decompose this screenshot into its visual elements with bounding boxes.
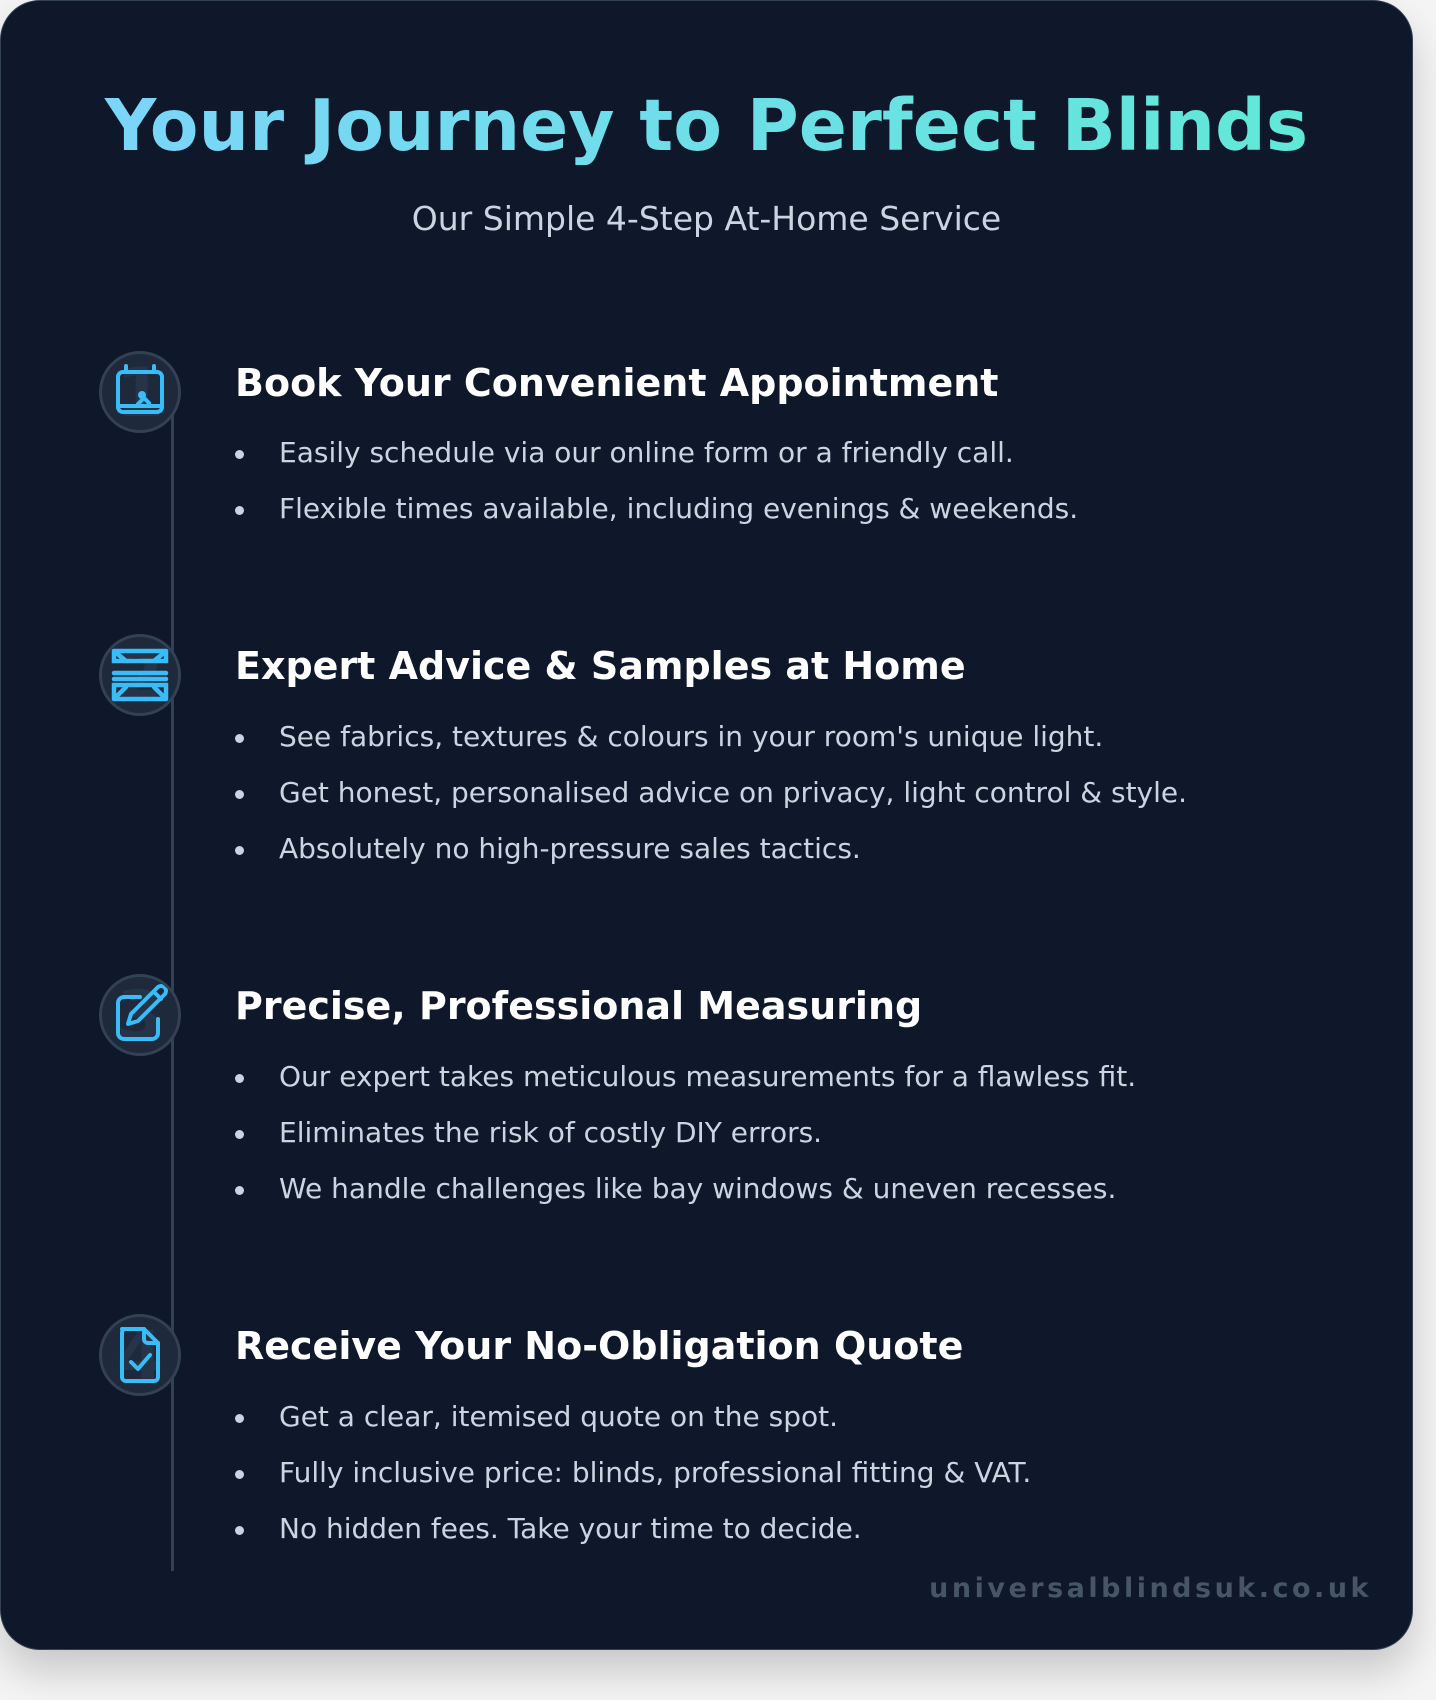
blinds-samples-icon (111, 648, 169, 702)
bullet-item: Eliminates the risk of costly DIY errors… (235, 1105, 1136, 1161)
step-bullets: Our expert takes meticulous measurements… (235, 1049, 1136, 1217)
step-title: Book Your Convenient Appointment (235, 361, 999, 405)
bullet-item: No hidden fees. Take your time to decide… (235, 1501, 1031, 1557)
step-title: Receive Your No-Obligation Quote (235, 1324, 964, 1368)
edit-measure-icon (116, 984, 168, 1041)
bullet-item: Absolutely no high-pressure sales tactic… (235, 821, 1187, 877)
website-footer: universalblindsuk.co.uk (929, 1573, 1372, 1604)
step-bullets: Get a clear, itemised quote on the spot.… (235, 1389, 1031, 1557)
step-bullets: Easily schedule via our online form or a… (235, 425, 1078, 537)
bullet-item: Get a clear, itemised quote on the spot. (235, 1389, 1031, 1445)
page-title: Your Journey to Perfect Blinds (1, 86, 1412, 165)
step-title: Precise, Professional Measuring (235, 984, 923, 1028)
bullet-item: See fabrics, textures & colours in your … (235, 709, 1187, 765)
timeline-line (171, 401, 174, 1571)
step-2-badge: 2 (99, 634, 181, 716)
bullet-item: We handle challenges like bay windows & … (235, 1161, 1136, 1217)
bullet-item: Easily schedule via our online form or a… (235, 425, 1078, 481)
bullet-item: Our expert takes meticulous measurements… (235, 1049, 1136, 1105)
calendar-icon (116, 364, 164, 414)
bullet-item: Get honest, personalised advice on priva… (235, 765, 1187, 821)
step-bullets: See fabrics, textures & colours in your … (235, 709, 1187, 877)
step-3-badge: 3 (99, 974, 181, 1056)
page-subtitle: Our Simple 4-Step At-Home Service (411, 199, 1002, 238)
step-title: Expert Advice & Samples at Home (235, 644, 966, 688)
step-4-badge: 4 (99, 1314, 181, 1396)
journey-card: Your Journey to Perfect Blinds Our Simpl… (0, 0, 1413, 1650)
step-1-badge: 1 (99, 351, 181, 433)
bullet-item: Flexible times available, including even… (235, 481, 1078, 537)
bullet-item: Fully inclusive price: blinds, professio… (235, 1445, 1031, 1501)
document-check-icon (120, 1327, 160, 1383)
